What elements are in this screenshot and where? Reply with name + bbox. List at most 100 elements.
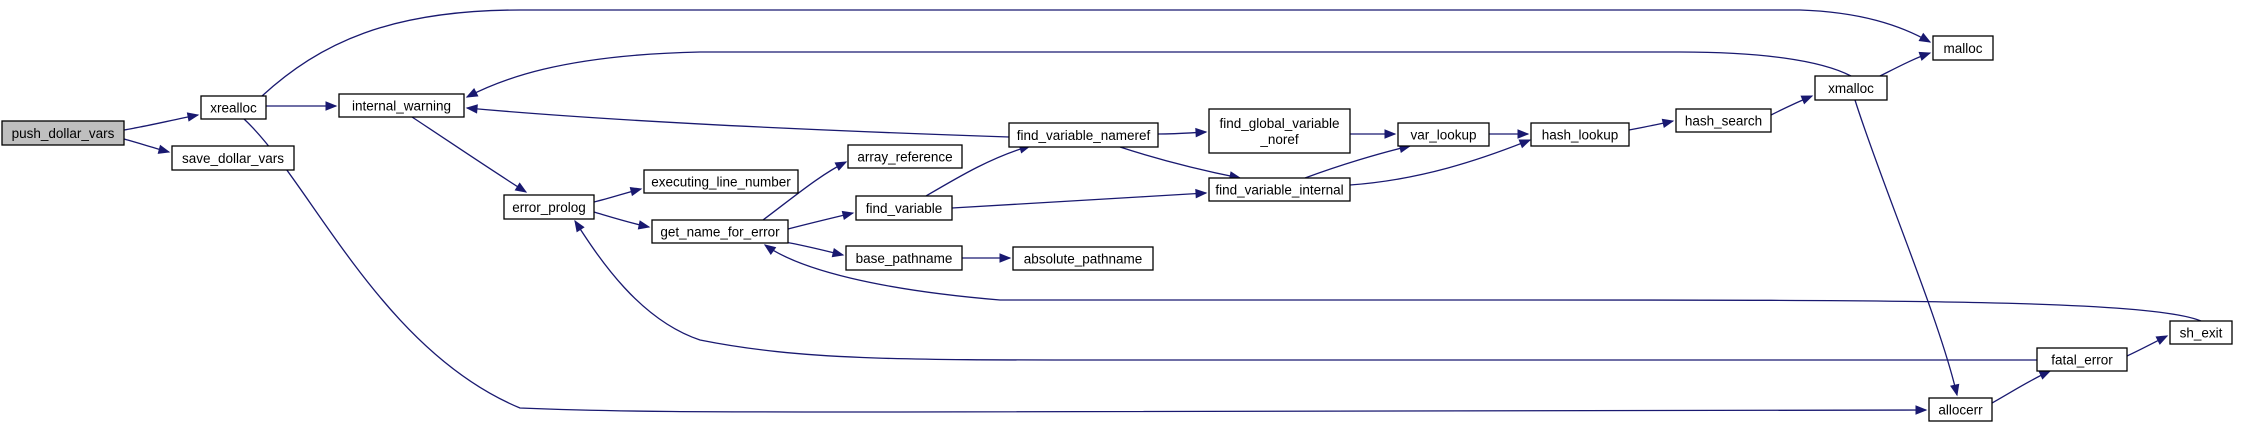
edge-xmalloc-to-internal_warning (465, 51, 1852, 98)
arrowhead-icon (1195, 188, 1208, 199)
edge-line (243, 118, 1927, 413)
edge-hash_search-to-xmalloc (1770, 95, 1814, 116)
edge-line (411, 116, 527, 193)
node-get-name-for-error[interactable]: get_name_for_error (651, 219, 789, 244)
node-push-dollar-vars[interactable]: push_dollar_vars (1, 120, 125, 146)
node-find-variable[interactable]: find_variable (855, 195, 953, 221)
node-internal-warning[interactable]: internal_warning (338, 93, 465, 118)
node-fatal-error[interactable]: fatal_error (2036, 347, 2128, 372)
node-hash-lookup[interactable]: hash_lookup (1530, 122, 1630, 147)
arrowhead-icon (1518, 139, 1532, 149)
node-label: sh_exit (2180, 326, 2223, 341)
edge-fatal_error-to-error_prolog (574, 219, 2037, 361)
arrowhead-icon (1800, 95, 1814, 105)
node-array-reference[interactable]: array_reference (847, 144, 963, 169)
node-box (1, 120, 125, 146)
node-label: absolute_pathname (1024, 252, 1143, 267)
node-xrealloc[interactable]: xrealloc (200, 95, 267, 120)
edge-push_dollar_vars-to-xrealloc (123, 112, 200, 131)
node-xmalloc[interactable]: xmalloc (1814, 75, 1888, 101)
node-box (503, 194, 595, 220)
node-save-dollar-vars[interactable]: save_dollar_vars (171, 145, 295, 171)
arrowhead-icon (1915, 405, 1928, 415)
edge-find_variable_internal-to-hash_lookup (1349, 139, 1532, 186)
node-box (651, 219, 789, 244)
arrowhead-icon (841, 210, 855, 221)
edge-line (466, 107, 1010, 138)
node-executing-line-number[interactable]: executing_line_number (643, 169, 799, 194)
edge-allocerr-to-fatal_error (1991, 370, 2052, 404)
arrowhead-icon (831, 247, 845, 258)
node-label: xrealloc (210, 101, 257, 116)
node-box (847, 144, 963, 169)
arrowhead-icon (999, 253, 1012, 263)
node-box (2169, 320, 2233, 345)
node-base-pathname[interactable]: base_pathname (845, 245, 963, 271)
node-box (171, 145, 295, 171)
arrowhead-icon (2155, 335, 2169, 345)
arrowhead-icon (157, 144, 171, 154)
node-label: xmalloc (1828, 81, 1874, 96)
arrowhead-icon (1384, 129, 1397, 139)
node-label: hash_search (1685, 114, 1762, 129)
edge-line (925, 145, 1031, 197)
node-box (1208, 177, 1351, 202)
node-error-prolog[interactable]: error_prolog (503, 194, 595, 220)
edge-var_lookup-to-hash_lookup (1489, 129, 1530, 139)
node-label: var_lookup (1410, 128, 1476, 143)
node-label: find_variable (866, 201, 943, 216)
edge-get_name_for_error-to-array_reference (762, 161, 848, 221)
arrowhead-icon (763, 244, 777, 255)
edge-get_name_for_error-to-base_pathname (784, 241, 845, 258)
edge-internal_warning-to-error_prolog (411, 116, 528, 193)
arrowhead-icon (1195, 127, 1208, 138)
node-box (1530, 122, 1630, 147)
node-label: allocerr (1938, 403, 1983, 418)
edge-find_variable_nameref-to-internal_warning (465, 104, 1010, 138)
arrowhead-icon (465, 87, 479, 98)
edge-line (466, 51, 1852, 98)
node-label: find_global_variable (1219, 116, 1339, 131)
node-box (200, 95, 267, 120)
arrowhead-icon (1661, 118, 1675, 128)
node-label: executing_line_number (651, 175, 791, 190)
node-absolute-pathname[interactable]: absolute_pathname (1012, 246, 1154, 271)
arrowhead-icon (637, 220, 651, 230)
edge-push_dollar_vars-to-save_dollar_vars (123, 138, 171, 154)
arrowhead-icon (1517, 129, 1530, 139)
node-box (845, 245, 963, 271)
arrowhead-icon (465, 104, 478, 114)
node-label: find_variable_internal (1215, 183, 1343, 198)
edge-line (574, 220, 2037, 361)
node-box (1932, 35, 1994, 61)
node-hash-search[interactable]: hash_search (1675, 108, 1772, 133)
arrowhead-icon (186, 112, 200, 122)
node-var-lookup[interactable]: var_lookup (1397, 122, 1490, 147)
node-sh-exit[interactable]: sh_exit (2169, 320, 2233, 345)
node-box (1208, 108, 1351, 154)
node-label: save_dollar_vars (182, 151, 284, 166)
node-box (643, 169, 799, 194)
node-box (1675, 108, 1772, 133)
node-find-variable-internal[interactable]: find_variable_internal (1208, 177, 1351, 202)
node-malloc[interactable]: malloc (1932, 35, 1994, 61)
arrowhead-icon (2038, 370, 2052, 380)
node-box (855, 195, 953, 221)
node-find-global-variable-noref[interactable]: find_global_variable_noref (1208, 108, 1351, 154)
node-label: array_reference (857, 150, 952, 165)
node-find-variable-nameref[interactable]: find_variable_nameref (1008, 122, 1159, 148)
node-box (1928, 397, 1993, 422)
edge-line (1119, 146, 1241, 179)
node-allocerr[interactable]: allocerr (1928, 397, 1993, 422)
edge-get_name_for_error-to-find_variable (787, 210, 855, 230)
nodes-layer: push_dollar_vars xrealloc save_dollar_vars… (1, 35, 2233, 422)
edge-line (1349, 139, 1531, 186)
arrowhead-icon (1918, 51, 1932, 61)
node-label: fatal_error (2051, 353, 2113, 368)
node-label: internal_warning (352, 99, 451, 114)
edge-line (1854, 99, 1958, 396)
edge-fatal_error-to-sh_exit (2126, 335, 2169, 357)
edge-find_global_variable_noref-to-var_lookup (1350, 129, 1397, 139)
edge-xrealloc-to-malloc (261, 9, 1932, 97)
